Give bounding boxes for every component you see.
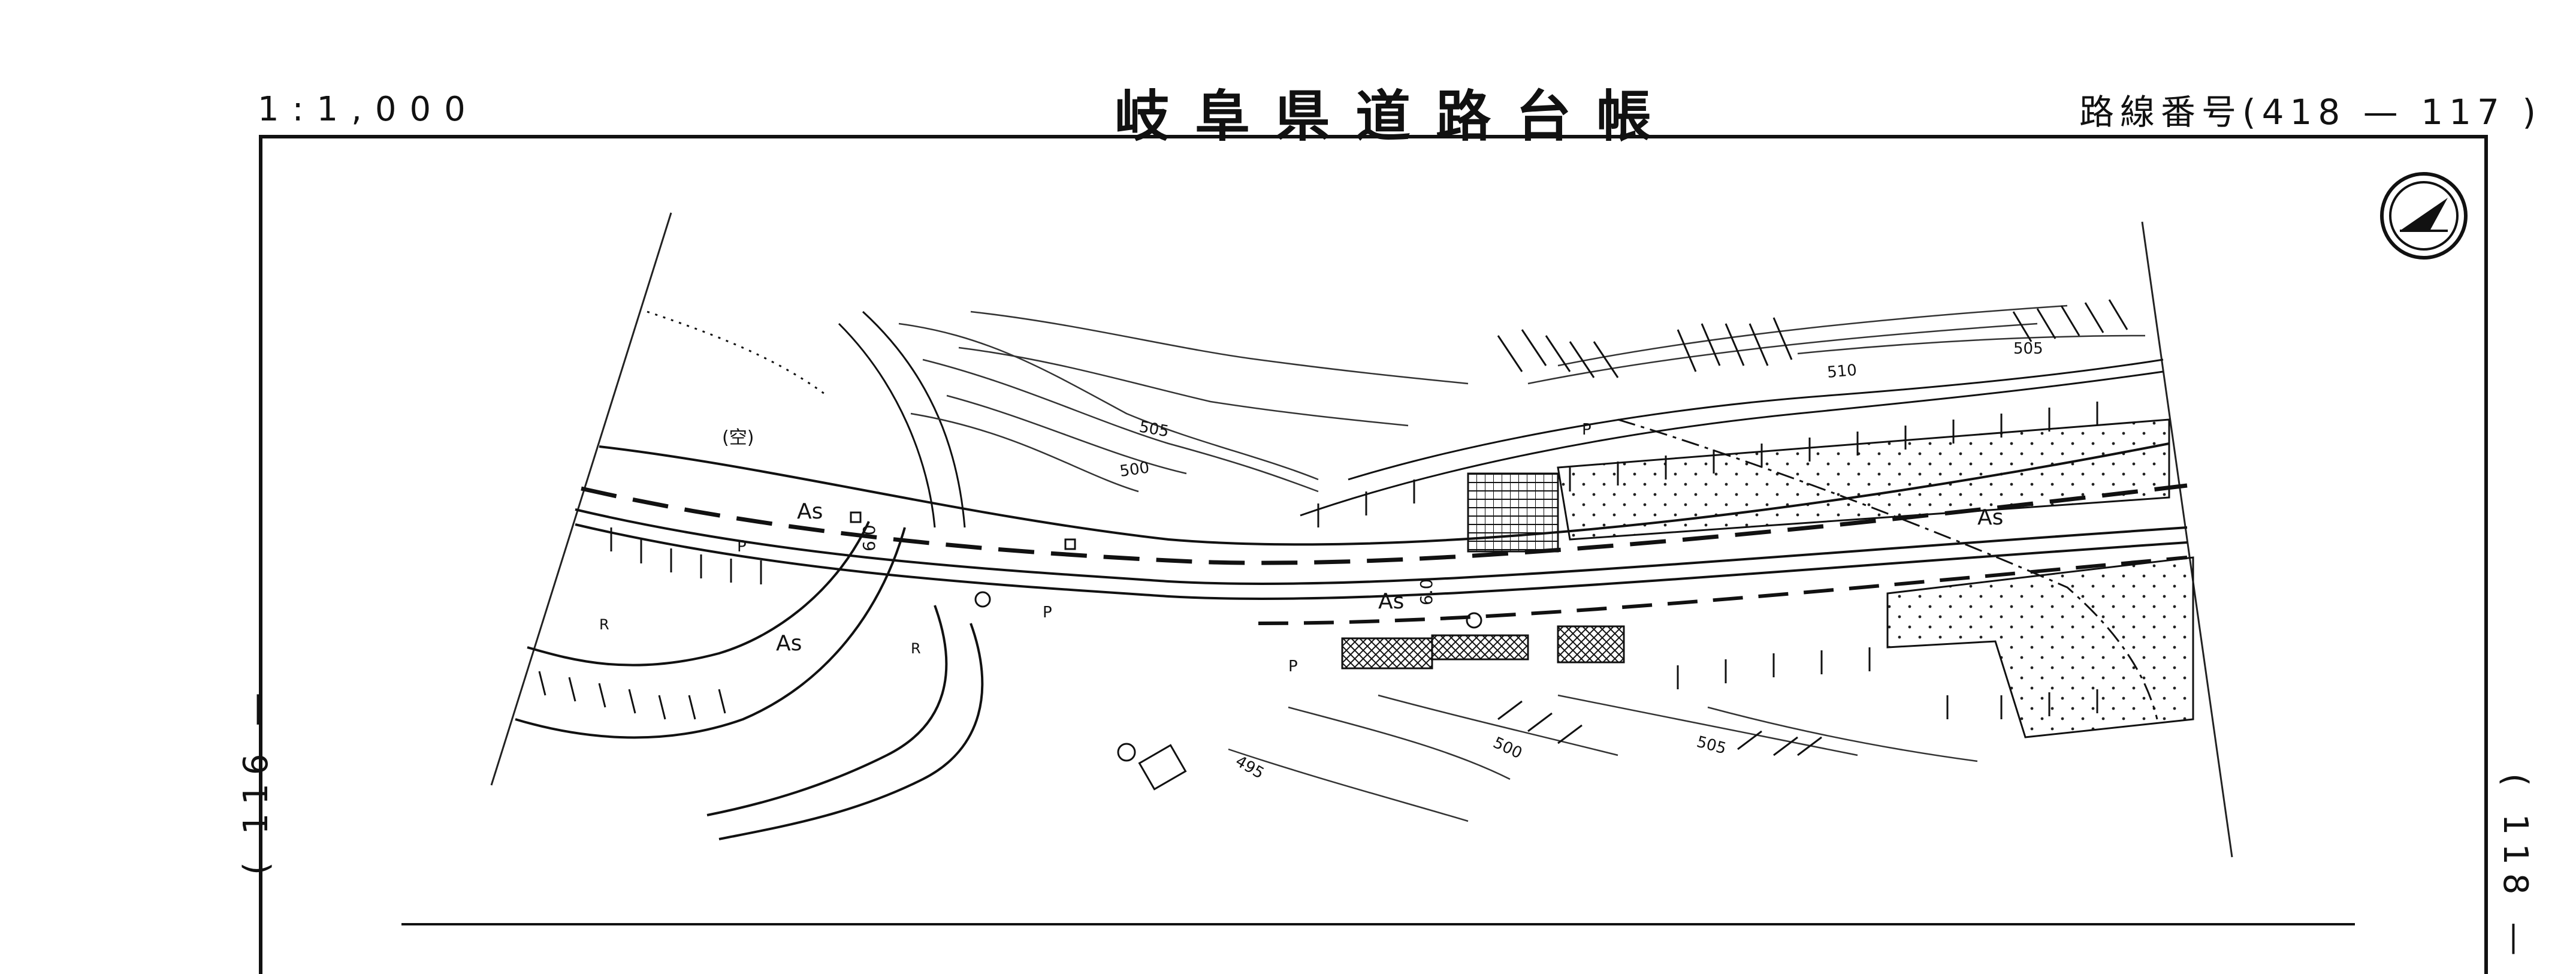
lane-line [1258,556,2188,625]
north-arrow-icon [2380,172,2468,260]
slope-ticks [538,402,2098,720]
road-map: As As As As (空) P P P P R R 6.0 6.0 495 … [401,172,2468,925]
contour-label-495: 495 [1233,752,1267,783]
asphalt-label-4: As [1977,505,2003,530]
contour-label-510: 510 [1826,361,1858,382]
contour-label-500b: 500 [1490,734,1525,762]
asphalt-label-3: As [1378,589,1404,614]
pole-label-3: P [1582,421,1591,439]
road-width-2: 6.0 [1417,578,1436,605]
contour-lines [898,304,2146,822]
branch-road [515,521,984,840]
map-frame [259,135,2488,974]
upper-embankment [838,310,2164,528]
utility-markers [850,511,1482,762]
embankment-fill [1557,418,2194,738]
building [1138,744,1187,791]
contour-label-505a: 505 [1138,418,1170,441]
retaining-label-2: R [911,640,921,657]
pole-label-1: P [737,538,747,556]
crosshatch-structures [1341,625,1625,670]
road-width-1: 6.0 [859,524,879,551]
contour-label-505b: 505 [1695,733,1728,758]
retaining-label-1: R [599,616,609,633]
pole-label-4: P [1288,658,1298,676]
bridge-structure [1467,472,1559,553]
route-number: 路線番号(418 — 117 ) [2079,92,2542,132]
asphalt-label-1: As [797,499,823,524]
contour-label-505c: 505 [2013,340,2043,358]
contour-label-500a: 500 [1119,459,1150,481]
rock-face [1497,299,2128,756]
road-centerline [581,483,2188,565]
map-scale: 1:1,000 [258,90,479,129]
vacant-lot-boundary [647,310,828,397]
asphalt-label-2: As [776,631,802,656]
vacant-label: (空) [722,427,754,448]
sheet-boundary [490,212,2233,858]
boundary-line [1617,418,2158,720]
pole-label-2: P [1043,604,1052,622]
main-road [575,442,2188,600]
